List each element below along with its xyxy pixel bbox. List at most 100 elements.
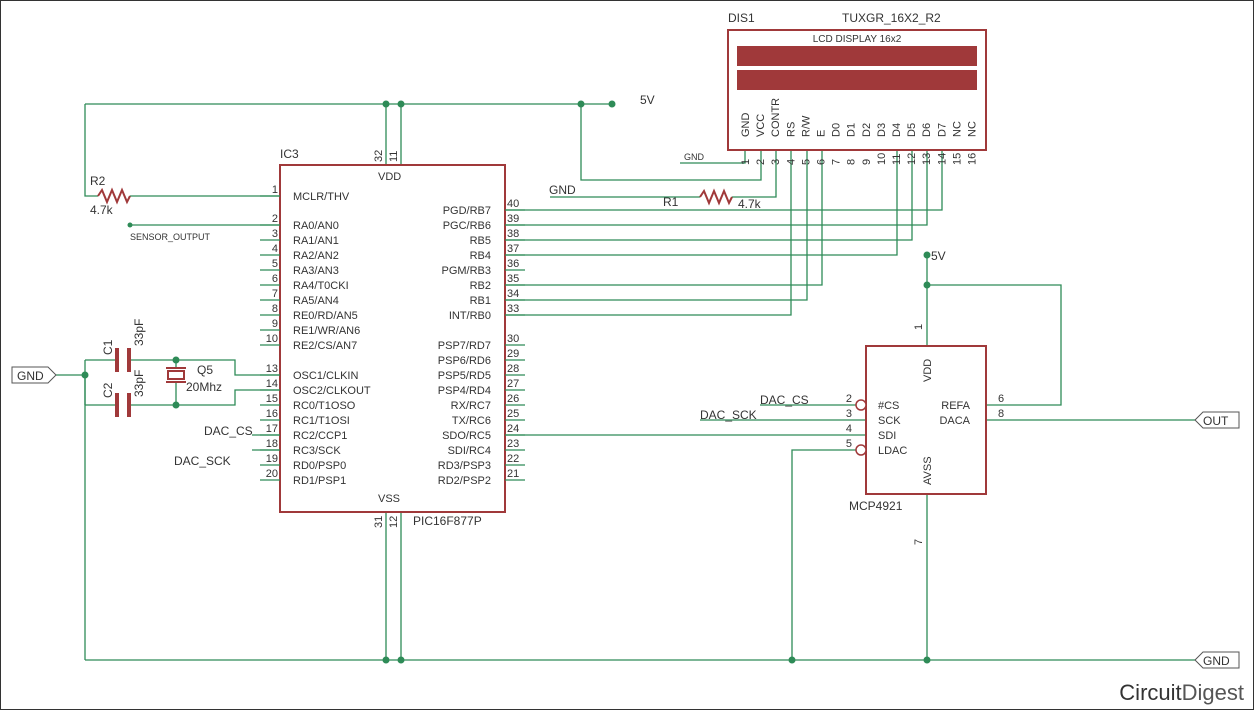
- lcd-pin-16-num: 16: [967, 153, 979, 165]
- ic3-pin-18-name: RC3/SCK: [293, 445, 341, 457]
- lcd-pin-5-num: 5: [800, 159, 812, 165]
- ic3-pin-1-num: 1: [272, 184, 278, 196]
- dac-pin-4-name: SDI: [878, 430, 896, 442]
- ic3-vdd-label: VDD: [378, 171, 401, 183]
- logo-part2: Digest: [1181, 680, 1244, 705]
- ic3-pin-11: 11: [388, 151, 400, 162]
- resistor-r2[interactable]: R2 4.7k: [90, 174, 131, 217]
- net-5v-top: 5V: [640, 93, 655, 107]
- ic3-pin-28-name: PSP5/RD5: [438, 370, 491, 382]
- c1-ref: C1: [101, 339, 115, 355]
- resistor-r1[interactable]: R1 4.7k: [663, 188, 762, 211]
- lcd-pin-9-num: 9: [861, 159, 873, 165]
- lcd-pin-16-name: NC: [967, 121, 979, 137]
- dac-pin-8-name: DACA: [939, 415, 970, 427]
- lcd-pin-2-name: VCC: [755, 114, 767, 137]
- ic3-pin-37-num: 37: [507, 243, 519, 255]
- ic3-pin-35-num: 35: [507, 273, 519, 285]
- lcd-gnd-label: GND: [684, 152, 705, 162]
- lcd-pins: GND1VCC2CONTR3RS4R/W5E6D07D18D29D310D411…: [740, 98, 979, 165]
- ic3-pin-20-num: 20: [266, 468, 278, 480]
- gnd-flag-left[interactable]: GND: [11, 366, 57, 384]
- ic3-pin-38-name: RB5: [470, 235, 491, 247]
- lcd-pin-10-num: 10: [876, 153, 888, 165]
- lcd-pin-3-name: CONTR: [770, 98, 782, 137]
- ic3-pin-14-name: OSC2/CLKOUT: [293, 385, 371, 397]
- dac-pin-2-num: 2: [846, 393, 852, 405]
- c2-ref: C2: [101, 382, 115, 398]
- lcd-pin-3-num: 3: [770, 159, 782, 165]
- out-flag[interactable]: OUT: [1194, 411, 1240, 429]
- ic3-pin-29-num: 29: [507, 348, 519, 360]
- lcd-dis1[interactable]: DIS1 TUXGR_16X2_R2 LCD DISPLAY 16x2 GND …: [684, 11, 987, 165]
- ic3-pin-26-name: RX/RC7: [451, 400, 491, 412]
- lcd-pin-11-num: 11: [891, 154, 903, 165]
- ic3-pin-4-num: 4: [272, 243, 278, 255]
- ic3-pin-13-num: 13: [266, 363, 278, 375]
- lcd-pin-13-num: 13: [921, 153, 933, 165]
- ic3-pin-30-name: PSP7/RD7: [438, 340, 491, 352]
- lcd-part: TUXGR_16X2_R2: [842, 11, 941, 25]
- net-dac-sck-mcu: DAC_SCK: [174, 454, 231, 468]
- ic3-pin-27-name: PSP4/RD4: [438, 385, 491, 397]
- ic3-pin-24-name: SDO/RC5: [442, 430, 491, 442]
- lcd-pin-4-num: 4: [785, 159, 797, 165]
- ic3-pin-10-num: 10: [266, 333, 278, 345]
- ic3-pin-17-num: 17: [266, 423, 278, 435]
- ic3-pic16f877p[interactable]: IC3 PIC16F877P VDD VSS 32 11 31 12 1MCLR…: [260, 147, 525, 528]
- ic3-pin-15-name: RC0/T1OSO: [293, 400, 356, 412]
- dac-5v-label: 5V: [931, 249, 946, 263]
- lcd-pin-9-name: D2: [861, 123, 873, 137]
- ic3-pin-8-name: RE0/RD/AN5: [293, 310, 358, 322]
- ic3-left-pins: 1MCLR/THV2RA0/AN03RA1/AN14RA2/AN25RA3/AN…: [260, 184, 371, 487]
- gnd-flag-left-label: GND: [17, 369, 44, 383]
- ic3-pin-33-name: INT/RB0: [449, 310, 491, 322]
- dac-vdd-label: VDD: [922, 359, 934, 382]
- dac-pin-6-name: REFA: [941, 400, 970, 412]
- q5-ref: Q5: [197, 363, 213, 377]
- ic3-pin-6-name: RA4/T0CKI: [293, 280, 349, 292]
- dac-pin-6-num: 6: [998, 393, 1004, 405]
- dac-avss-label: AVSS: [922, 456, 934, 485]
- ic3-pin-23-name: SDI/RC4: [448, 445, 491, 457]
- r2-value: 4.7k: [90, 203, 114, 217]
- ic3-pin-31: 31: [373, 516, 385, 528]
- ic3-pin-3-name: RA1/AN1: [293, 235, 339, 247]
- ic3-pin-29-name: PSP6/RD6: [438, 355, 491, 367]
- ic3-pin-34-name: RB1: [470, 295, 491, 307]
- ic3-pin-9-name: RE1/WR/AN6: [293, 325, 360, 337]
- ic3-pin-37-name: RB4: [470, 250, 491, 262]
- lcd-pin-13-name: D6: [921, 123, 933, 137]
- capacitor-c1[interactable]: C1 33pF: [101, 319, 146, 372]
- gnd-flag-right[interactable]: GND: [1194, 651, 1240, 669]
- dac-pin-3-name: SCK: [878, 415, 901, 427]
- ic3-pin-5-num: 5: [272, 258, 278, 270]
- ic3-right-pins: 40PGD/RB739PGC/RB638RB537RB436PGM/RB335R…: [438, 198, 525, 487]
- net-sensor-output: SENSOR_OUTPUT: [130, 232, 211, 242]
- ic3-pin-22-name: RD3/PSP3: [438, 460, 491, 472]
- dac-pin-2-name: #CS: [878, 400, 899, 412]
- ic3-pin-33-num: 33: [507, 303, 519, 315]
- ic3-pin-15-num: 15: [266, 393, 278, 405]
- lcd-pin-6-name: E: [816, 130, 828, 137]
- lcd-pin-8-name: D1: [846, 123, 858, 137]
- ic3-pin-13-name: OSC1/CLKIN: [293, 370, 358, 382]
- dac-pin-7: 7: [913, 539, 925, 545]
- ic3-pin-21-name: RD2/PSP2: [438, 475, 491, 487]
- crystal-q5[interactable]: Q5 20Mhz: [166, 363, 222, 394]
- lcd-pin-15-num: 15: [951, 153, 963, 165]
- c2-value: 33pF: [132, 370, 146, 397]
- lcd-pin-11-name: D4: [891, 123, 903, 137]
- ic3-pin-26-num: 26: [507, 393, 519, 405]
- ic3-pin-2-name: RA0/AN0: [293, 220, 339, 232]
- capacitor-c2[interactable]: C2 33pF: [101, 370, 146, 417]
- lcd-ref: DIS1: [728, 11, 755, 25]
- ic3-pin-20-name: RD1/PSP1: [293, 475, 346, 487]
- ic3-pin-2-num: 2: [272, 213, 278, 225]
- ic3-pin-24-num: 24: [507, 423, 519, 435]
- ic3-pin-40-num: 40: [507, 198, 519, 210]
- dac-mcp4921[interactable]: MCP4921 VDD AVSS 1 7 5V 2#CS3SCK4SDI5LDA…: [846, 249, 1004, 545]
- logo-part1: Circuit: [1119, 680, 1182, 705]
- ic3-pin-9-num: 9: [272, 318, 278, 330]
